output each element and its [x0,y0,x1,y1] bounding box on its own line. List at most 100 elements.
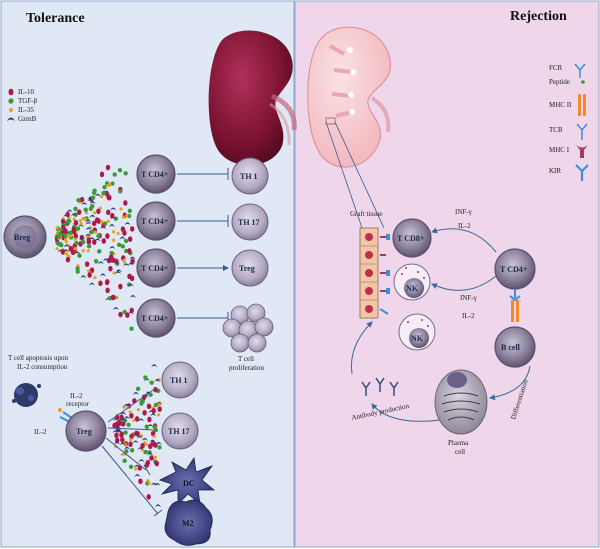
cytokine-dot [147,481,151,485]
cytokine-dot [56,234,61,239]
cytokine-dot [66,234,70,238]
cytokine-dot [144,462,150,468]
tcd8-label: T CD8+ [397,234,425,243]
lower-treg-label: Treg [76,427,92,436]
cytokine-fan [54,164,136,331]
nk-label-1: NK [406,284,419,293]
plasma-cell [434,369,488,435]
cytokine-dot [128,410,132,414]
cytokine-dot [85,233,92,237]
cytokine-dot [139,401,144,406]
cytokine-dot [134,474,141,478]
cytokine-dot [89,230,94,235]
gzmb-legend-icon [7,117,15,121]
cytokine-dot [150,413,157,417]
cytokine-dot [105,164,111,171]
cytokine-dot [118,189,123,194]
cytokine-dot [73,237,77,241]
cytokine-dot [134,467,138,471]
apoptosis-text-2: IL-2 consumption [17,363,68,371]
cytokine-dot [123,263,130,267]
cytokine-dot [144,442,148,446]
cytokine-dot [120,226,126,232]
mhc1-legend-label: MHC I [549,146,570,154]
lower-treg-cell: Treg [65,410,107,452]
cytokine-dot [114,432,119,439]
cytokine-dot [138,478,143,485]
cytokine-dot [89,201,96,205]
cytokine-dot [123,416,130,420]
cytokine-dot [76,198,81,203]
cytokine-dot [111,230,116,234]
plasma-label-2: cell [455,448,465,456]
cytokine-dot [127,248,132,254]
left-legend: IL-10 TGF-β IL-35 GzmB [7,88,38,123]
cytokine-dot [116,231,120,236]
cytokine-dot [121,215,126,219]
lower-th1-label: TH 1 [170,376,188,385]
cytokine-dot [149,455,154,461]
nk-cell-2: NK [398,313,436,351]
nk-label-2: NK [411,334,424,343]
cytokine-dot [94,238,101,242]
zoom-lines [325,121,385,229]
cytokine-dot [110,181,115,186]
breg-label: Breg [14,233,30,242]
cytokine-dot [152,424,157,430]
cytokine-dot [129,226,135,232]
cytokine-dot [123,238,129,244]
cytokine-dot [73,206,78,212]
il10-legend-label: IL-10 [18,88,34,96]
cytokine-dot [64,251,68,255]
cytokine-dot [129,433,134,440]
rejection-arrows [350,227,531,422]
il2-receptor-label-1: IL-2 [70,392,83,400]
cytokine-dot [88,237,95,241]
cytokine-dot [116,429,123,433]
cytokine-dot [96,233,101,239]
cytokine-dot [119,207,123,211]
cytokine-dot [68,230,73,235]
cytokine-dot [126,422,131,428]
cytokine-dot [129,326,134,331]
cytokine-dot [149,439,156,443]
cytokine-dot [72,217,76,221]
cytokine-dot [123,430,128,435]
cytokine-dot [146,494,151,500]
cytokine-dot [63,238,68,242]
cytokine-dot [112,430,119,434]
cytokine-dot [138,459,145,463]
cytokine-dot [101,238,106,244]
cytokine-dot [127,262,134,266]
cytokine-dot [86,244,92,249]
cytokine-dot [79,196,85,203]
cytokine-dot [77,253,82,258]
cytokine-dot [81,202,88,206]
tcd4-cell-3: T CD4+ [136,248,176,288]
cytokine-dot [129,448,135,453]
cytokine-dot [127,283,134,287]
il10-legend-icon [8,88,14,96]
lower-th17-cell: TH 17 [161,412,199,450]
cytokine-dot [60,249,66,255]
cytokine-dot [79,236,86,240]
cytokine-dot [68,245,74,252]
cytokine-dot [93,230,97,234]
cytokine-dot [149,380,154,385]
cytokine-dot [99,273,106,277]
tcr-mhc2-synapse [509,289,521,322]
cytokine-dot [99,194,104,199]
cytokine-dot [78,219,83,223]
cytokine-dot [141,438,148,442]
cytokine-dot [77,224,84,228]
cytokine-dot [105,209,111,216]
il2-label: IL-2 [34,428,47,436]
cytokine-dot [115,271,122,275]
cytokine-dot [144,424,150,429]
cytokine-dot [88,206,94,211]
cytokine-dot [119,442,126,446]
cytokine-dot [63,244,70,248]
cytokine-dot [129,438,133,442]
cytokine-dot [63,228,68,234]
cytokine-dot [73,233,78,239]
